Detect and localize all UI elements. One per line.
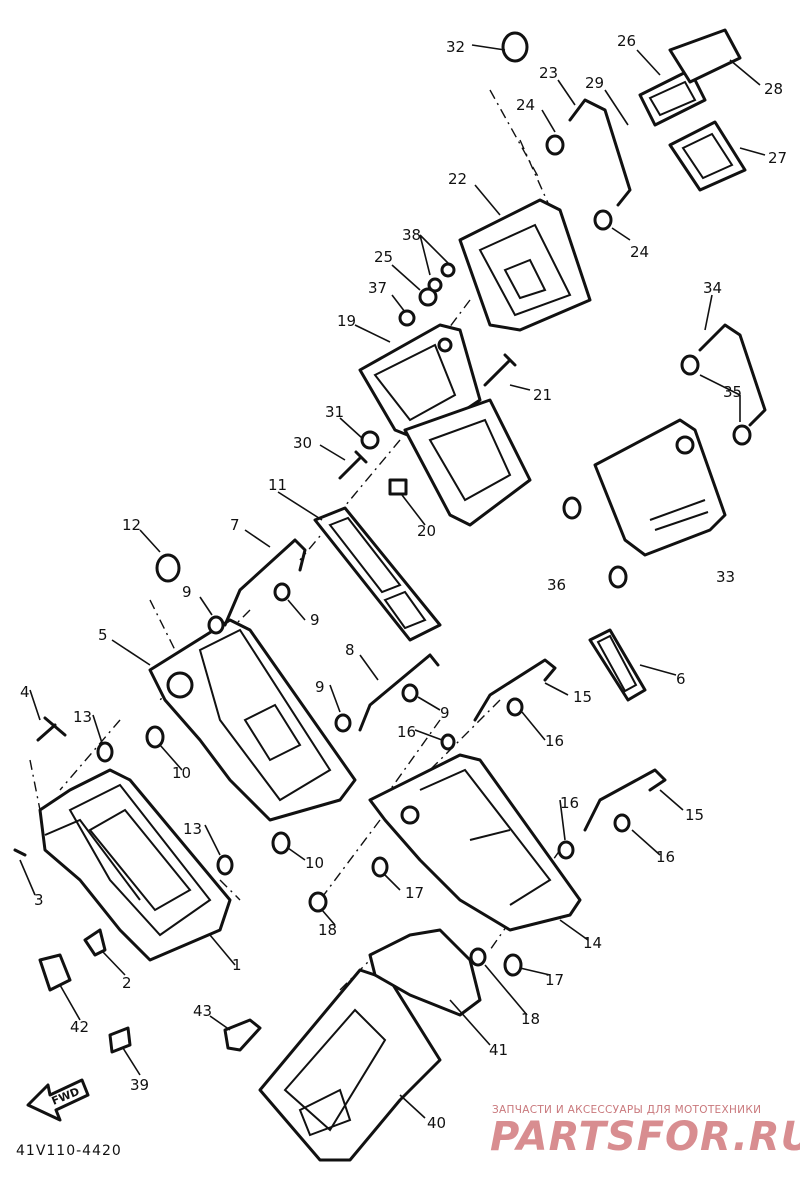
callout-11: 11 (268, 476, 287, 494)
callout-40: 40 (427, 1114, 446, 1132)
part-inner-lid (403, 398, 532, 527)
rod-parts (223, 98, 767, 832)
watermark-tagline: ЗАПЧАСТИ И АКСЕССУАРЫ ДЛЯ МОТОТЕХНИКИ (492, 1104, 761, 1116)
callout-17-a: 17 (405, 884, 424, 902)
callout-23: 23 (539, 64, 558, 82)
callout-17-b: 17 (545, 971, 564, 989)
callout-26: 26 (617, 32, 636, 50)
callout-1: 1 (232, 956, 242, 974)
part-28-plate (668, 28, 742, 84)
callout-16-d: 16 (656, 848, 675, 866)
part-22-upper-box (458, 198, 592, 332)
callout-28: 28 (764, 80, 783, 98)
callout-24-a: 24 (516, 96, 535, 114)
part-11-slotted-plate (313, 506, 442, 642)
callout-21: 21 (533, 386, 552, 404)
callout-14: 14 (583, 934, 602, 952)
part-34-rod (698, 323, 767, 427)
part-15-rod-upper (473, 658, 557, 722)
callout-36: 36 (547, 576, 566, 594)
callout-27: 27 (768, 149, 787, 167)
callout-leader-lines (19, 44, 766, 1119)
part-41-stay (368, 928, 482, 1017)
callout-43: 43 (193, 1002, 212, 1020)
callout-39: 39 (130, 1076, 149, 1094)
part-27-frame (668, 120, 747, 192)
callout-24-b: 24 (630, 243, 649, 261)
callout-10-b: 10 (305, 854, 324, 872)
callout-5: 5 (98, 626, 108, 644)
part-26-frame (638, 68, 707, 127)
callout-18-b: 18 (521, 1010, 540, 1028)
callout-9-c: 9 (315, 678, 325, 696)
part-19-upper-panel (358, 323, 482, 442)
callout-9-b: 9 (310, 611, 320, 629)
part-15-rod-lower (583, 768, 667, 832)
callout-3: 3 (34, 891, 44, 909)
callout-18-a: 18 (318, 921, 337, 939)
watermark-logo: ЗАПЧАСТИ И АКСЕССУАРЫ ДЛЯ МОТОТЕХНИКИ PA… (490, 1104, 800, 1160)
callout-16-c: 16 (560, 794, 579, 812)
part-40-bracket (258, 968, 442, 1162)
watermark-brand: PARTSFOR.RU (490, 1114, 800, 1160)
callout-7: 7 (230, 516, 240, 534)
callout-20: 20 (417, 522, 436, 540)
diagram-code: 41V110-4420 (16, 1143, 122, 1159)
callout-9-a: 9 (182, 583, 192, 601)
callout-25: 25 (374, 248, 393, 266)
callout-31: 31 (325, 403, 344, 421)
callout-8: 8 (345, 641, 355, 659)
callout-33: 33 (716, 568, 735, 586)
callout-15-b: 15 (685, 806, 704, 824)
part-23-rod (568, 98, 632, 207)
callout-15-a: 15 (573, 688, 592, 706)
callout-41: 41 (489, 1041, 508, 1059)
callout-30: 30 (293, 434, 312, 452)
part-14-lower-panel (368, 753, 582, 932)
callout-38: 38 (402, 226, 421, 244)
part-8-rod (358, 653, 440, 732)
part-7-rod (223, 538, 307, 627)
callout-16-a: 16 (397, 723, 416, 741)
callout-6: 6 (676, 670, 686, 688)
callout-37: 37 (368, 279, 387, 297)
callout-9-d: 9 (440, 704, 450, 722)
callout-13-b: 13 (183, 820, 202, 838)
callout-10-a: 10 (172, 764, 191, 782)
callout-42: 42 (70, 1018, 89, 1036)
callout-32: 32 (446, 38, 465, 56)
small-fittings (13, 31, 752, 1054)
part-33-side-cover (593, 418, 727, 557)
callout-34: 34 (703, 279, 722, 297)
callout-12: 12 (122, 516, 141, 534)
callout-4: 4 (20, 683, 30, 701)
part-6-lens (588, 628, 647, 702)
fwd-arrow-icon: FWD (26, 1078, 90, 1122)
part-5-meter-panel (148, 618, 357, 822)
callout-13-a: 13 (73, 708, 92, 726)
callout-numbers: 1 2 3 4 5 6 7 8 9 9 9 9 10 10 11 12 13 1… (20, 32, 787, 1132)
callout-29: 29 (585, 74, 604, 92)
part-1-front-cowl (38, 768, 232, 962)
callout-16-b: 16 (545, 732, 564, 750)
callout-19: 19 (337, 312, 356, 330)
callout-22: 22 (448, 170, 467, 188)
callout-2: 2 (122, 974, 132, 992)
callout-35: 35 (723, 383, 742, 401)
